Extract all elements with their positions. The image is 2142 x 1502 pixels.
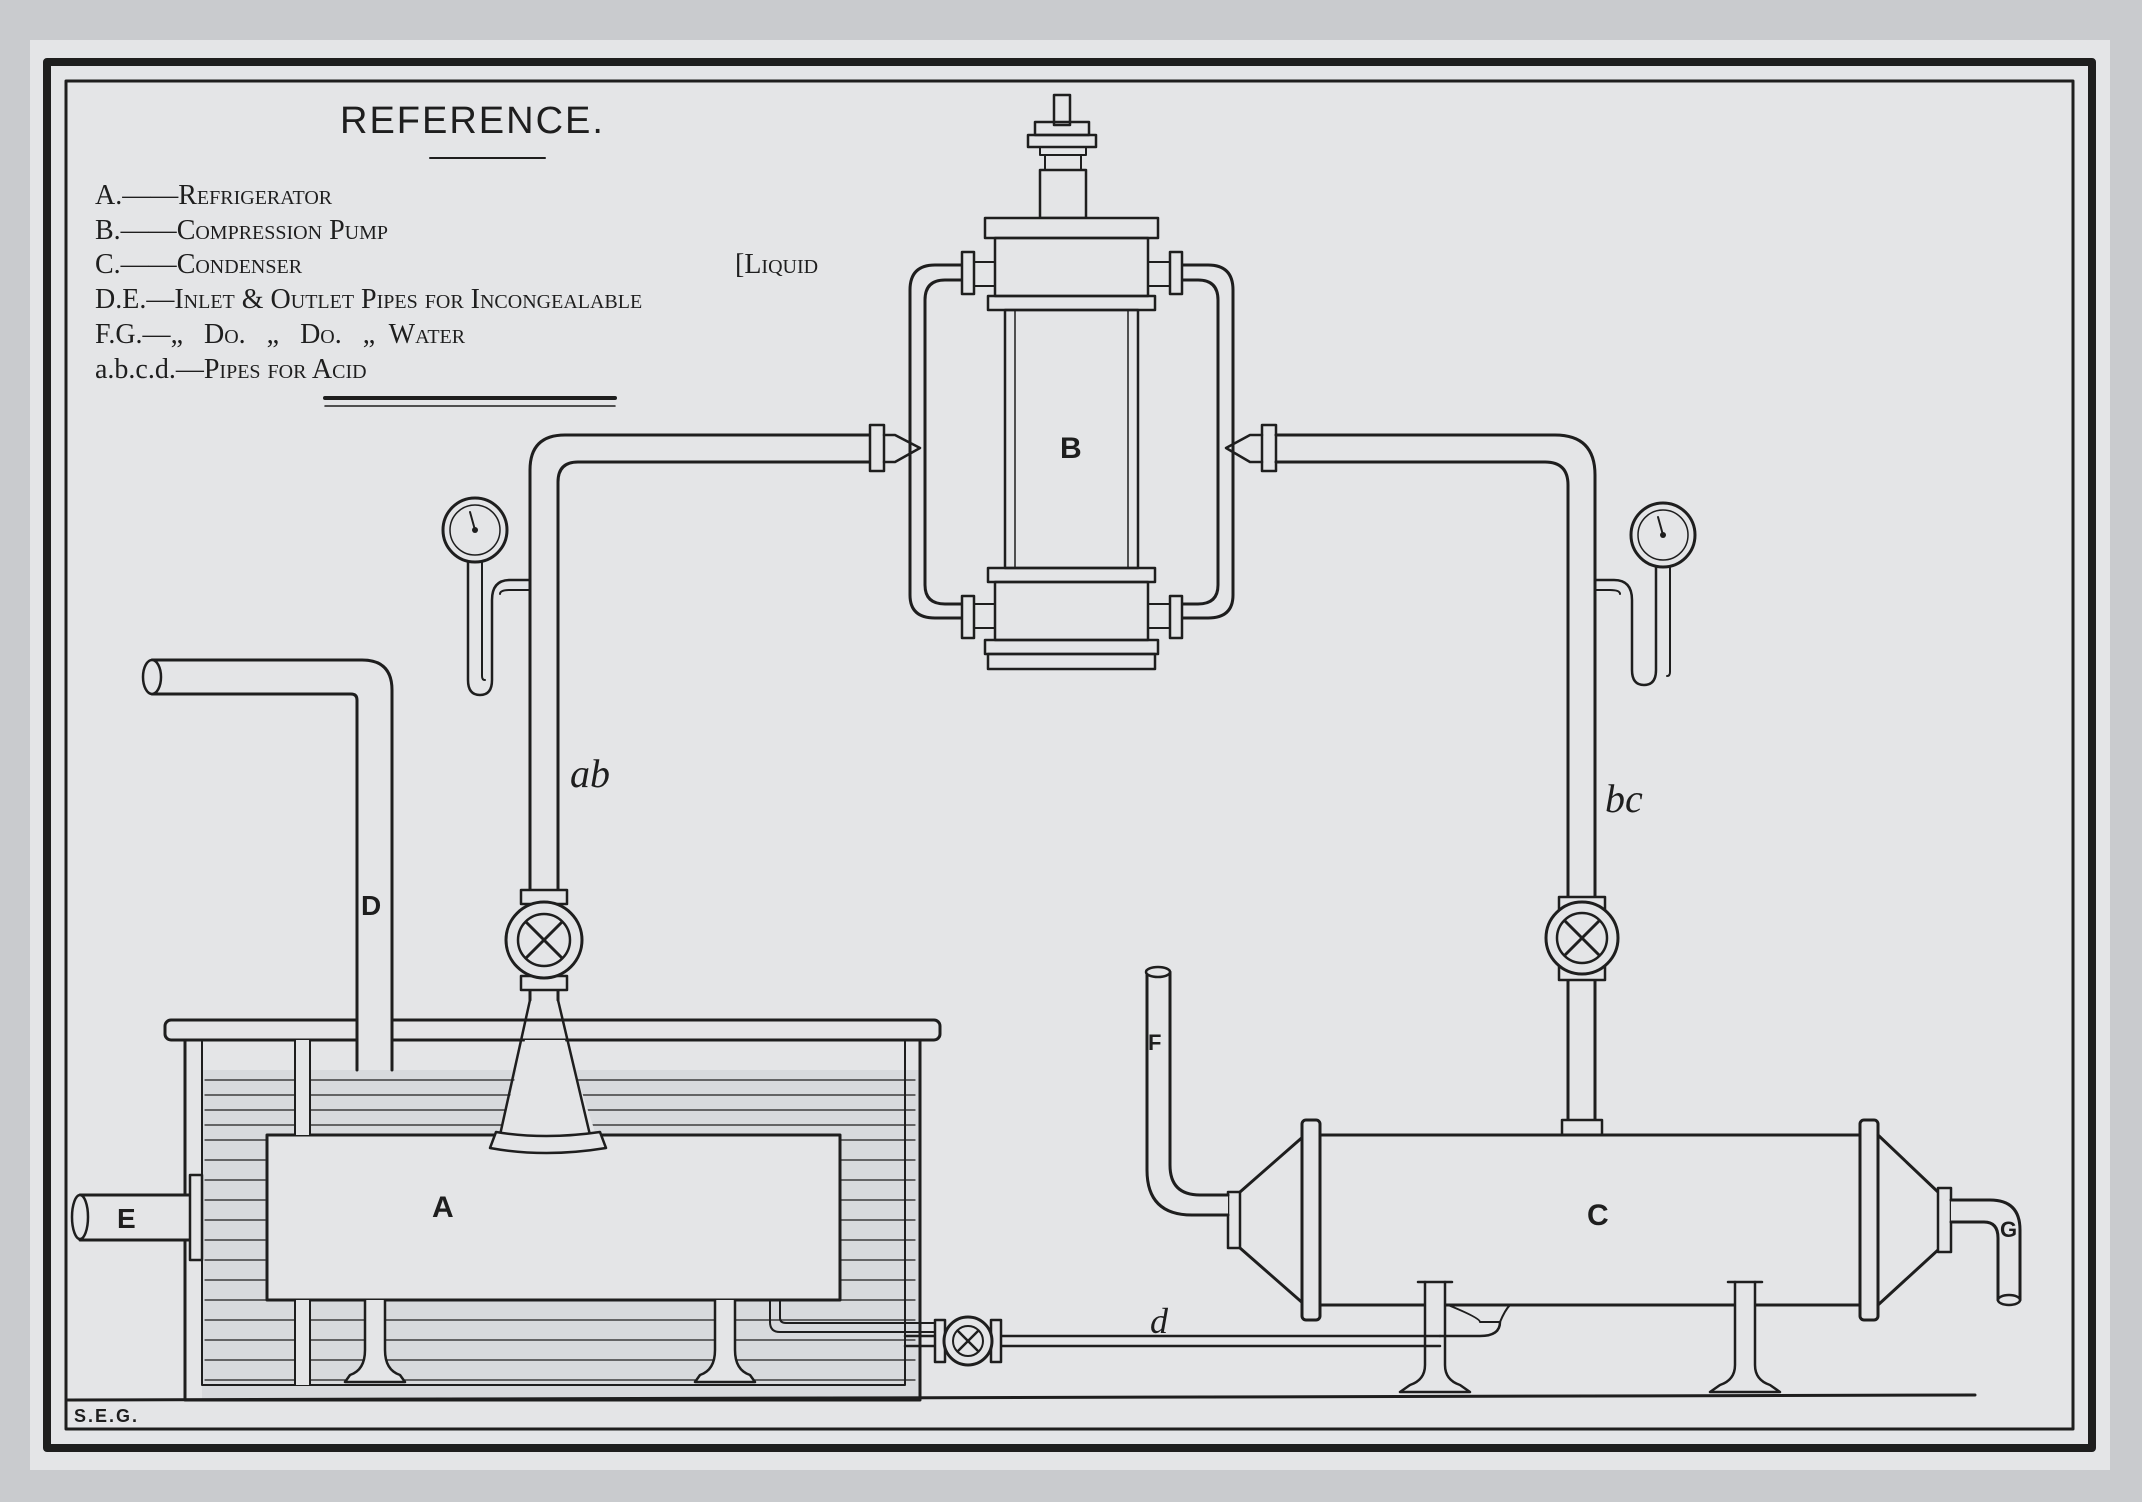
reference-item: a.b.c.d.—Pipes for Acid <box>95 354 367 385</box>
reference-item: F.G.—„ Do. „ Do. „ Water <box>95 319 466 350</box>
label-e: E <box>117 1203 136 1234</box>
pressure-gauge-right <box>1593 501 1697 687</box>
svg-text:B.——Compression Pump: B.——Compression Pump <box>95 215 388 246</box>
reference-item: A.——Refrigerator <box>95 180 333 211</box>
signature: S.E.G. <box>74 1406 139 1426</box>
pipe-bc: bc <box>1274 433 1643 1150</box>
label-d-acid: d <box>1150 1301 1169 1341</box>
svg-text:F.G.—„ Do. „ Do. „ Wa: F.G.—„ Do. „ Do. „ Water <box>95 319 466 350</box>
pressure-gauge-left <box>441 496 532 697</box>
pipe-f: F <box>1144 965 1230 1217</box>
pipe-e: E <box>70 1173 204 1262</box>
reference-item: D.E.—Inlet & Outlet Pipes for Incongeala… <box>95 284 642 315</box>
refrigerator-vessel <box>267 1135 840 1300</box>
valve-ab <box>504 888 584 992</box>
svg-text:A.——Refrigerator: A.——Refrigerator <box>95 180 333 211</box>
svg-text:C.——Condenser: C.——Condenser <box>95 249 303 280</box>
reference-item: B.——Compression Pump <box>95 215 388 246</box>
svg-text:a.b.c.d.—Pipes for Acid: a.b.c.d.—Pipes for Acid <box>95 354 367 385</box>
pipe-ab: ab <box>528 433 872 1002</box>
label-c: C <box>1587 1199 1609 1232</box>
pipe-d-acid: d <box>769 1299 1502 1348</box>
reference-wrap-word: [Liquid <box>735 249 818 280</box>
label-a: A <box>432 1191 454 1224</box>
pipe-g: G <box>1949 1198 2022 1307</box>
reference-item: C.——Condenser [Liquid <box>95 249 818 280</box>
refrigerator-tank: A <box>163 998 942 1402</box>
label-b: B <box>1060 432 1082 465</box>
base-line <box>66 1393 1977 1402</box>
label-ab: ab <box>570 751 610 796</box>
condenser: C <box>1226 1118 1953 1394</box>
compression-pump: B <box>868 93 1278 671</box>
label-g: G <box>2000 1217 2017 1242</box>
label-d: D <box>361 890 381 921</box>
valve-bc <box>1544 895 1620 982</box>
pipe-d: D <box>141 658 394 1072</box>
label-bc: bc <box>1605 776 1643 821</box>
label-f: F <box>1148 1030 1161 1055</box>
reference-title: REFERENCE. <box>340 100 605 142</box>
reference-legend: REFERENCE. A.——Refrigerator B.——Compress… <box>95 100 818 407</box>
inner-border <box>64 79 2075 1431</box>
outer-border <box>43 58 2096 1452</box>
valve-d <box>933 1315 1003 1367</box>
svg-text:D.E.—Inlet & Outlet Pipes for: D.E.—Inlet & Outlet Pipes for Incongeala… <box>95 284 642 315</box>
